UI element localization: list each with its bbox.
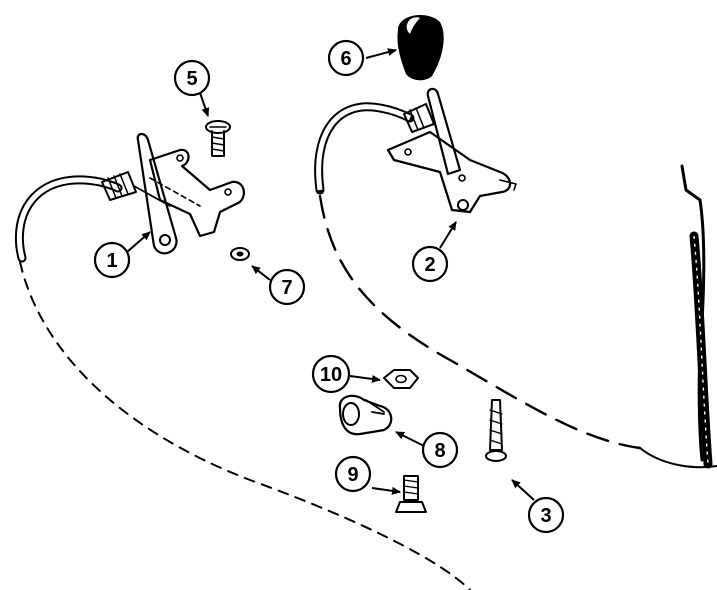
callout-7: 7 [268,268,306,306]
shift-rod [639,164,717,469]
callout-10: 10 [311,354,351,394]
lever-bracket-left [101,132,245,255]
callout-2: 2 [411,245,449,283]
callout-1: 1 [93,241,131,279]
callout-6: 6 [327,39,365,77]
callout-label-1: 1 [106,250,117,272]
left-control-cable [14,175,471,590]
screw-part-3 [485,399,507,462]
callout-label-10: 10 [320,364,342,386]
right-control-cable [314,102,642,450]
callout-label-6: 6 [340,48,351,70]
leader-arrows [126,48,535,501]
callout-label-2: 2 [424,254,435,276]
callout-label-7: 7 [281,277,292,299]
callout-5: 5 [173,59,211,97]
lever-bracket-right [386,87,517,214]
washer-part-7 [230,247,250,261]
callout-label-5: 5 [186,68,197,90]
callout-9: 9 [334,455,372,493]
bolt-part-9 [395,475,427,513]
callout-label-8: 8 [434,440,445,462]
cable-clamp-part-8 [338,394,393,436]
screw-part-5 [205,120,231,157]
callout-label-9: 9 [347,464,358,486]
callout-8: 8 [421,431,459,469]
hex-nut-part-10 [383,369,419,389]
callout-label-3: 3 [540,505,551,527]
shift-knob-part-6 [397,15,444,81]
callout-3: 3 [527,496,565,534]
